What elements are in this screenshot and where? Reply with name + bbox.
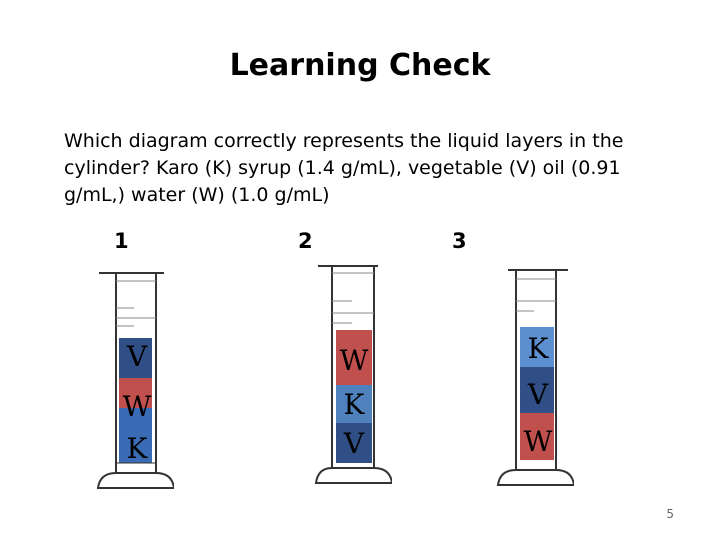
diagram-1-layer-middle: W (122, 390, 152, 423)
cylinder-1 (94, 263, 174, 493)
page-number: 5 (666, 507, 674, 521)
diagram-3-layer-middle: V (527, 378, 549, 411)
slide-title: Learning Check (229, 48, 491, 83)
question-text: Which diagram correctly represents the l… (64, 130, 624, 206)
diagram-1-layer-top: V (126, 340, 148, 373)
diagram-3-layer-bottom: W (523, 425, 553, 458)
cylinder-3 (494, 263, 574, 493)
diagram-2-layer-bottom: V (343, 427, 365, 460)
diagram-3-number: 3 (452, 229, 467, 253)
diagram-2-layer-middle: K (343, 388, 365, 421)
diagram-3-layer-top: K (527, 332, 549, 365)
cylinder-2 (312, 263, 392, 493)
diagram-2-number: 2 (298, 229, 313, 253)
diagram-2-layer-top: W (339, 344, 369, 377)
diagram-1-number: 1 (114, 229, 129, 253)
diagram-1-layer-bottom: K (126, 432, 148, 465)
